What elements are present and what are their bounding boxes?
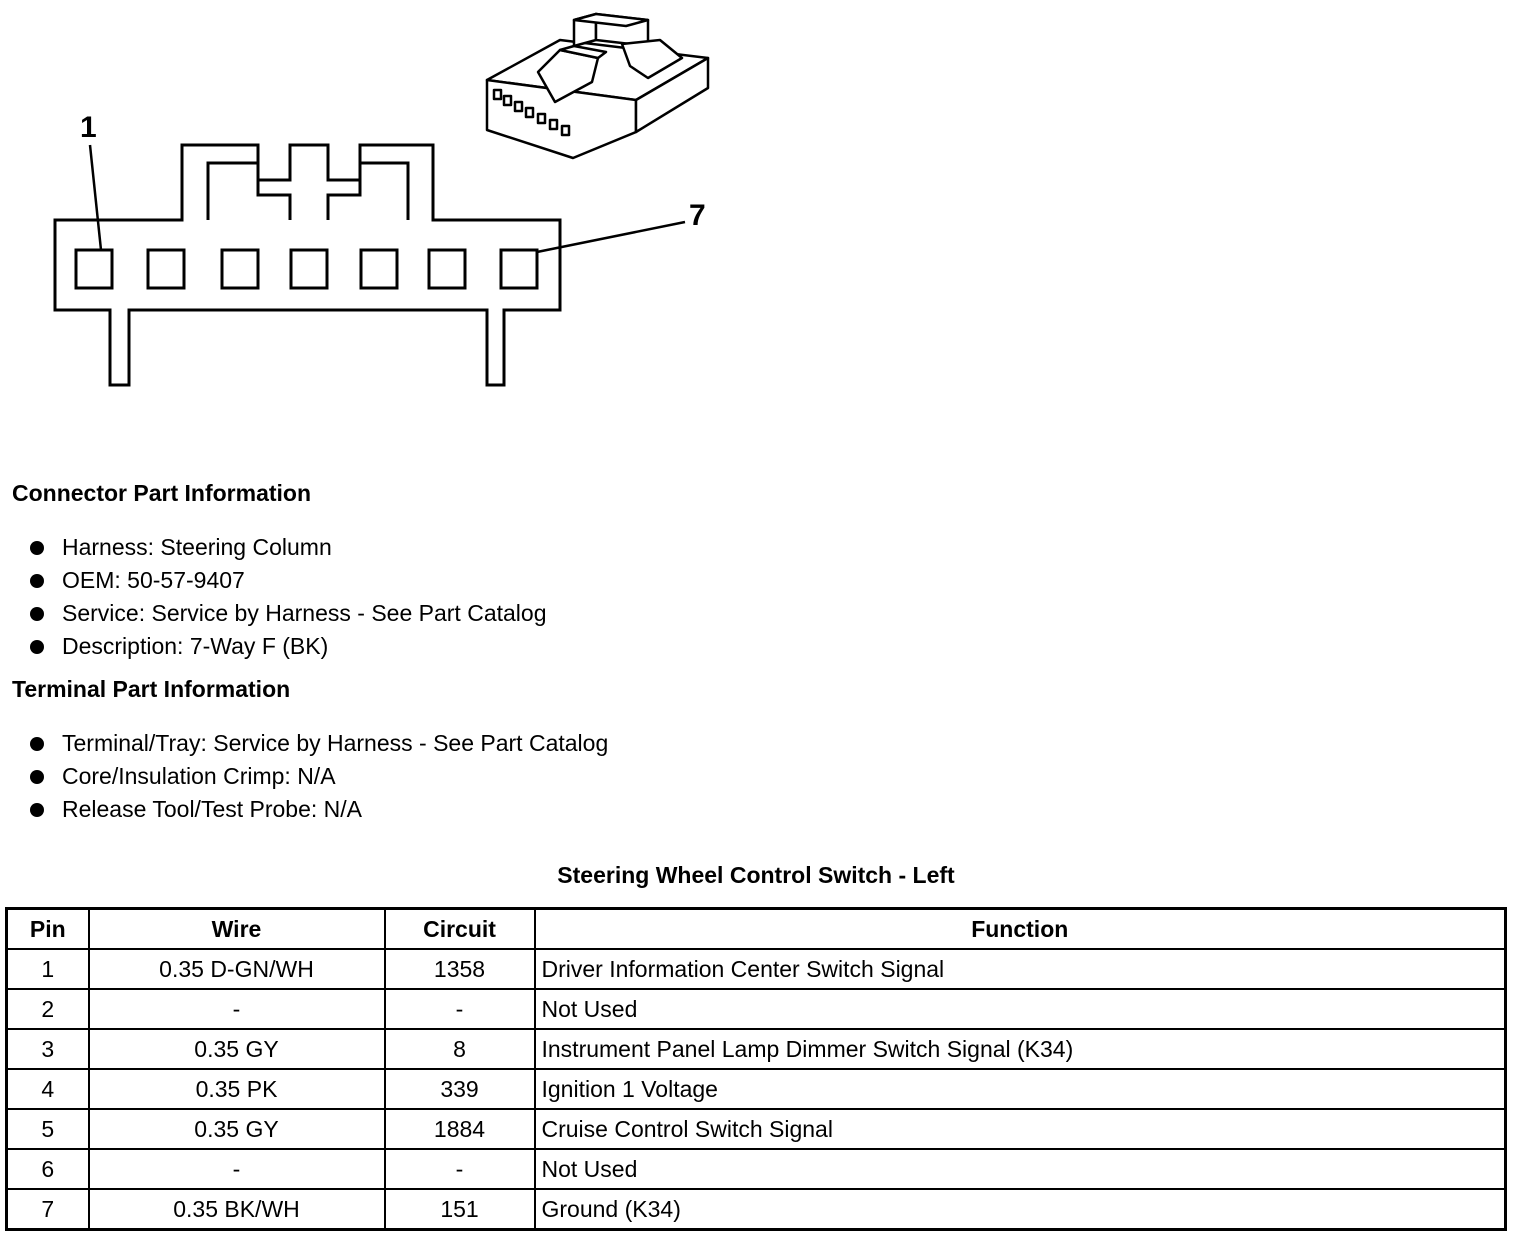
cell-pin: 3 — [5, 1028, 90, 1070]
header-wire: Wire — [87, 907, 386, 950]
cavity-4 — [289, 248, 329, 290]
leader-line-pin-7 — [536, 220, 686, 254]
cell-wire: 0.35 PK — [87, 1068, 386, 1110]
cavity-group — [74, 248, 539, 290]
cell-circuit: 1884 — [383, 1108, 536, 1150]
cell-function: Driver Information Center Switch Signal — [533, 948, 1507, 990]
cavity-3 — [220, 248, 260, 290]
table-row: 4 0.35 PK 339 Ignition 1 Voltage — [5, 1068, 1507, 1110]
cell-pin: 5 — [5, 1108, 90, 1150]
list-item: Release Tool/Test Probe: N/A — [30, 793, 608, 826]
cell-circuit: 151 — [383, 1188, 536, 1231]
connector-info-item-text: OEM: 50-57-9407 — [62, 567, 245, 593]
table-row: 7 0.35 BK/WH 151 Ground (K34) — [5, 1188, 1507, 1231]
table-row: 2 - - Not Used — [5, 988, 1507, 1030]
cell-pin: 2 — [5, 988, 90, 1030]
bullet-icon — [30, 607, 44, 621]
bullet-icon — [30, 574, 44, 588]
cell-pin: 4 — [5, 1068, 90, 1110]
cell-pin: 6 — [5, 1148, 90, 1190]
cell-circuit: 8 — [383, 1028, 536, 1070]
terminal-info-item-text: Terminal/Tray: Service by Harness - See … — [62, 730, 609, 756]
cell-pin: 7 — [5, 1188, 90, 1231]
cell-circuit: 1358 — [383, 948, 536, 990]
list-item: Harness: Steering Column — [30, 531, 546, 564]
pin-table: Pin Wire Circuit Function 1 0.35 D-GN/WH… — [5, 907, 1507, 1231]
connector-info-item-text: Description: 7-Way F (BK) — [62, 633, 329, 659]
list-item: Service: Service by Harness - See Part C… — [30, 597, 546, 630]
bullet-icon — [30, 770, 44, 784]
cavity-1 — [74, 248, 114, 290]
cell-wire: 0.35 GY — [87, 1108, 386, 1150]
cell-function: Not Used — [533, 1148, 1507, 1190]
connector-diagram: 1 7 — [53, 12, 710, 387]
connector-info-item-text: Service: Service by Harness - See Part C… — [62, 600, 547, 626]
cell-wire: 0.35 GY — [87, 1028, 386, 1070]
leader-line-pin-1 — [88, 144, 103, 251]
cell-circuit: - — [383, 1148, 536, 1190]
header-function: Function — [533, 907, 1507, 950]
table-row: 6 - - Not Used — [5, 1148, 1507, 1190]
bullet-icon — [30, 737, 44, 751]
list-item: OEM: 50-57-9407 — [30, 564, 546, 597]
pin-label-last: 7 — [689, 199, 706, 232]
connector-info-title: Connector Part Information — [12, 480, 312, 506]
table-row: 1 0.35 D-GN/WH 1358 Driver Information C… — [5, 948, 1507, 990]
cell-function: Ignition 1 Voltage — [533, 1068, 1507, 1110]
header-pin: Pin — [5, 907, 90, 950]
connector-latch-outline — [206, 161, 410, 220]
cavity-2 — [146, 248, 186, 290]
cell-wire: - — [87, 988, 386, 1030]
header-circuit: Circuit — [383, 907, 536, 950]
terminal-info-item-text: Core/Insulation Crimp: N/A — [62, 763, 336, 789]
cell-pin: 1 — [5, 948, 90, 990]
terminal-info-item-text: Release Tool/Test Probe: N/A — [62, 796, 363, 822]
cell-function: Not Used — [533, 988, 1507, 1030]
cell-function: Cruise Control Switch Signal — [533, 1108, 1507, 1150]
cell-function: Ground (K34) — [533, 1188, 1507, 1231]
connector-info-item-text: Harness: Steering Column — [62, 534, 332, 560]
list-item: Core/Insulation Crimp: N/A — [30, 760, 608, 793]
table-row: 5 0.35 GY 1884 Cruise Control Switch Sig… — [5, 1108, 1507, 1150]
cell-circuit: - — [383, 988, 536, 1030]
bullet-icon — [30, 640, 44, 654]
list-item: Description: 7-Way F (BK) — [30, 630, 546, 663]
bullet-icon — [30, 541, 44, 555]
cell-circuit: 339 — [383, 1068, 536, 1110]
bullet-icon — [30, 803, 44, 817]
cell-wire: 0.35 BK/WH — [87, 1188, 386, 1231]
list-item: Terminal/Tray: Service by Harness - See … — [30, 727, 608, 760]
connector-isometric-illustration — [485, 12, 710, 160]
table-row: 3 0.35 GY 8 Instrument Panel Lamp Dimmer… — [5, 1028, 1507, 1070]
cell-wire: - — [87, 1148, 386, 1190]
cavity-7 — [499, 248, 539, 290]
table-header-row: Pin Wire Circuit Function — [5, 907, 1507, 950]
connector-body-outline — [53, 143, 562, 387]
connector-info-list: Harness: Steering Column OEM: 50-57-9407… — [30, 531, 546, 663]
pin-table-title: Steering Wheel Control Switch - Left — [557, 862, 955, 888]
terminal-info-title: Terminal Part Information — [12, 676, 291, 702]
terminal-info-list: Terminal/Tray: Service by Harness - See … — [30, 727, 608, 826]
cell-wire: 0.35 D-GN/WH — [87, 948, 386, 990]
pin-label-first: 1 — [80, 111, 97, 144]
cell-function: Instrument Panel Lamp Dimmer Switch Sign… — [533, 1028, 1507, 1070]
cavity-6 — [427, 248, 467, 290]
cavity-5 — [359, 248, 399, 290]
